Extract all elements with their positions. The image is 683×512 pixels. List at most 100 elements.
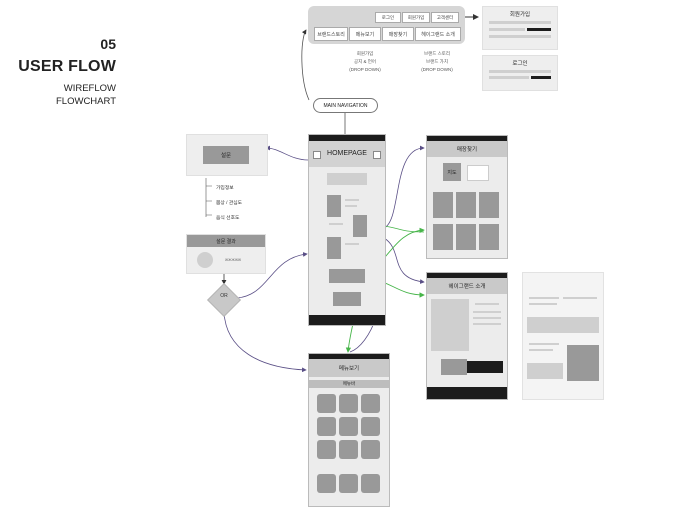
- survey-list: 가입정보 몸상 / 관심도 음식 선호도: [216, 181, 242, 226]
- detail-text-line: [529, 297, 559, 299]
- about-text-line: [473, 317, 501, 319]
- detail-text-line: [529, 343, 559, 345]
- survey-item: 가입정보: [216, 186, 234, 191]
- menu-item-image[interactable]: [317, 417, 336, 436]
- signup-submit-bar: [527, 28, 551, 31]
- menu-item-image[interactable]: [339, 394, 358, 413]
- survey-result-title: 설문 결과: [187, 235, 265, 247]
- hero-prev-icon[interactable]: [313, 151, 321, 159]
- decision-to-homepage-connector: [236, 252, 308, 299]
- dropdown-left-item: 공지 & 언어: [353, 59, 377, 64]
- menu-top-bar: [309, 354, 389, 359]
- menu-item-image[interactable]: [317, 440, 336, 459]
- homepage-text-line: [345, 199, 359, 201]
- store-tile: [479, 224, 499, 250]
- dropdown-left-item: 회원가입: [356, 51, 374, 56]
- menu-item-image[interactable]: [317, 394, 336, 413]
- menu-page-wireframe: 메뉴보기 메뉴바: [308, 353, 390, 507]
- store-tile: [433, 224, 453, 250]
- nav-about-button[interactable]: 헤이그랜드 소개: [415, 27, 461, 41]
- decision-to-menu-connector: [223, 311, 307, 373]
- about-top-bar: [427, 273, 507, 278]
- store-tile: [456, 224, 476, 250]
- homepage-top-bar: [309, 135, 385, 141]
- subtitle-line-1: WIREFLOW: [63, 83, 116, 94]
- store-title: 매장찾기: [427, 141, 507, 157]
- homepage-label: HOMEPAGE: [327, 150, 367, 157]
- about-page-wireframe: 헤이그랜드 소개: [426, 272, 508, 400]
- menu-item-image[interactable]: [339, 417, 358, 436]
- survey-item: 몸상 / 관심도: [216, 201, 243, 206]
- homepage-right-connector: [383, 225, 425, 233]
- about-feature-banner: [467, 361, 503, 373]
- store-tile: [456, 192, 476, 218]
- survey-result-avatar: [197, 252, 213, 268]
- detail-image: [527, 363, 563, 379]
- menu-item-image[interactable]: [361, 394, 380, 413]
- dropdown-right-item: 브랜드 가치: [426, 59, 448, 64]
- nav-login-button[interactable]: 로그인: [375, 12, 401, 23]
- survey-card: 설문: [186, 134, 268, 176]
- signup-card: 회원가입: [482, 6, 558, 50]
- homepage-to-store-connector: [383, 145, 425, 229]
- about-detail-wireframe: [522, 272, 604, 400]
- hero-next-icon[interactable]: [373, 151, 381, 159]
- menu-item-image[interactable]: [339, 440, 358, 459]
- nav-signup-button[interactable]: 회원가입: [402, 12, 430, 23]
- homepage-text-line: [345, 243, 359, 245]
- page-title: USER FLOW: [18, 58, 116, 75]
- homepage-to-survey-connector: [265, 145, 309, 161]
- homepage-grid-thumbnail[interactable]: [333, 292, 361, 306]
- section-number: 05: [100, 36, 116, 52]
- detail-image: [527, 317, 599, 333]
- about-text-line: [475, 303, 499, 305]
- subtitle-line-2: FLOWCHART: [56, 96, 116, 107]
- homepage-to-about-connector: [383, 237, 425, 284]
- menu-subtitle: 메뉴바: [309, 380, 389, 388]
- homepage-text-line: [329, 223, 343, 225]
- dropdown-right-item: 브랜드 스토리: [423, 51, 451, 56]
- detail-text-line: [529, 303, 557, 305]
- signup-field: [489, 21, 551, 24]
- dropdown-right-note: (DROP DOWN): [421, 67, 453, 72]
- menu-item-image[interactable]: [361, 417, 380, 436]
- menu-item-image[interactable]: [361, 440, 380, 459]
- homepage-text-line: [345, 205, 357, 207]
- signup-field: [489, 35, 551, 38]
- signup-card-title: 회원가입: [509, 12, 531, 18]
- survey-list-bracket: [205, 178, 212, 217]
- about-text-line: [473, 311, 501, 313]
- dropdown-right: 브랜드 스토리 브랜드 가치 (DROP DOWN): [412, 50, 462, 74]
- homepage-hero: [309, 141, 385, 167]
- detail-text-line: [563, 297, 597, 299]
- menu-item-image[interactable]: [361, 474, 380, 493]
- store-tile: [479, 192, 499, 218]
- menu-item-image[interactable]: [317, 474, 336, 493]
- detail-text-line: [529, 349, 553, 351]
- login-submit-bar: [531, 76, 551, 79]
- signup-field: [489, 28, 525, 31]
- store-search-box[interactable]: [467, 165, 489, 181]
- menu-title: 메뉴보기: [309, 359, 389, 377]
- survey-button[interactable]: 설문: [203, 146, 249, 164]
- login-field: [489, 76, 529, 79]
- nav-support-button[interactable]: 고객센터: [431, 12, 459, 23]
- homepage-wireframe: HOMEPAGE: [308, 134, 386, 326]
- page-subtitle: WIREFLOW FLOWCHART: [0, 82, 116, 108]
- store-map: 지도: [443, 163, 461, 181]
- survey-result-text: ЖЖЖЖЖ: [225, 258, 242, 262]
- decision-label: OR: [220, 293, 228, 299]
- dropdown-left-note: (DROP DOWN): [349, 67, 381, 72]
- store-tile: [433, 192, 453, 218]
- homepage-banner: [327, 173, 367, 185]
- homepage-product-image: [353, 215, 367, 237]
- login-field: [489, 70, 551, 73]
- nav-store-button[interactable]: 매장찾기: [382, 27, 414, 41]
- nav-brand-story-button[interactable]: 브랜드스토리: [314, 27, 348, 41]
- homepage-menu-thumbnail[interactable]: [329, 269, 365, 283]
- homepage-product-image: [327, 195, 341, 217]
- about-text-line: [473, 323, 501, 325]
- menu-item-image[interactable]: [339, 474, 358, 493]
- survey-item: 음식 선호도: [216, 216, 240, 221]
- nav-menu-button[interactable]: 메뉴보기: [349, 27, 381, 41]
